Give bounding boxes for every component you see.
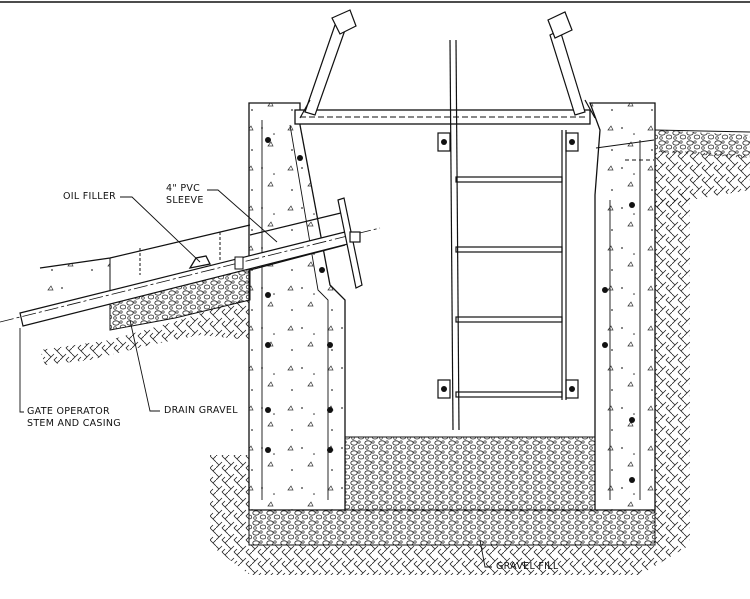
floor-gravel: [344, 436, 596, 511]
pvc-sleeve-label-2: SLEEVE: [166, 195, 204, 206]
hatch-hinge-right: [547, 11, 596, 119]
handwheel: [337, 197, 363, 289]
drain-gravel-label: DRAIN GRAVEL: [164, 405, 238, 416]
gravel-fill: [248, 509, 656, 546]
gate-operator-label-1: GATE OPERATOR: [27, 406, 110, 417]
gravel-fill-label: GRAVEL FILL: [496, 561, 559, 572]
hatch-frame: [294, 109, 591, 125]
hatch-hinge-left: [299, 9, 357, 119]
left-concrete-fill: [40, 258, 110, 295]
gate-operator-label-2: STEM AND CASING: [27, 418, 121, 429]
oil-filler-label: OIL FILLER: [63, 191, 117, 202]
right-ground-gravel: [655, 130, 750, 158]
pvc-sleeve-label-1: 4" PVC: [166, 183, 201, 194]
left-wall: [248, 102, 346, 511]
right-wall: [589, 102, 656, 511]
ladder: [437, 39, 579, 431]
soil-hatch: [40, 150, 750, 575]
